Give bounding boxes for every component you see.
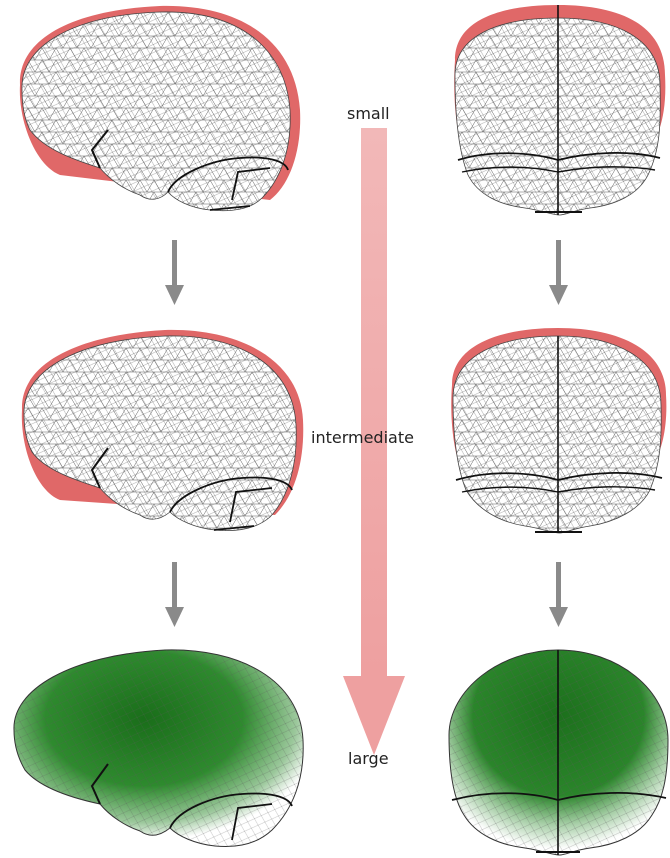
scale-label-small: small — [347, 104, 390, 124]
step-arrow-side-1 — [165, 240, 184, 305]
front-view-large — [449, 650, 668, 855]
step-arrow-side-2 — [165, 562, 184, 627]
side-view-intermediate — [22, 330, 303, 531]
side-view-small — [20, 6, 300, 211]
step-arrow-front-2 — [549, 562, 568, 627]
step-arrow-front-1 — [549, 240, 568, 305]
front-view-intermediate — [451, 328, 666, 533]
scale-label-large: large — [348, 749, 389, 769]
front-view-small — [454, 5, 665, 215]
side-view-large — [14, 650, 303, 847]
scale-label-intermediate: intermediate — [311, 428, 414, 448]
